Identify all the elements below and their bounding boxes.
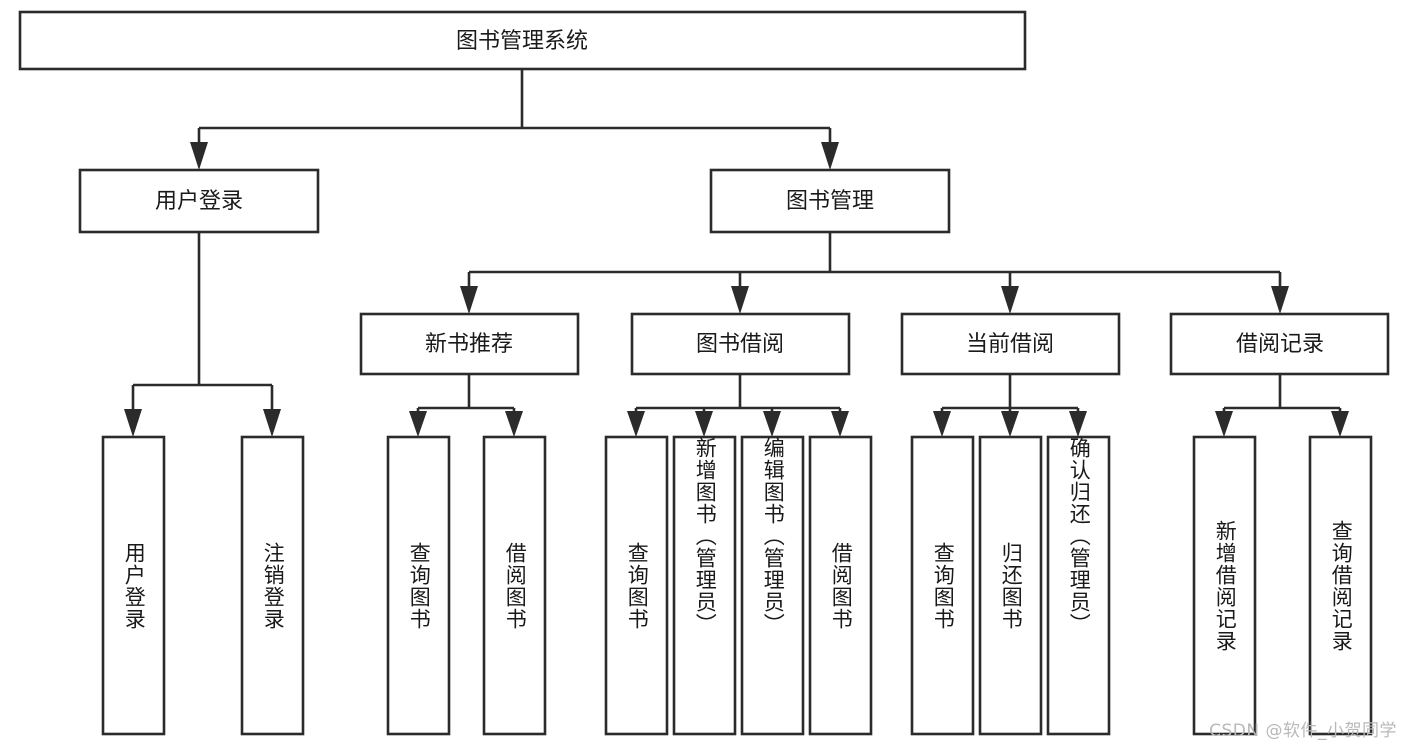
csdn-watermark: CSDN @软件_小贺同学 — [1209, 721, 1397, 741]
arrow-head-leaf-borrow-book-2 — [831, 411, 849, 437]
arrow-head-leaf-edit-book — [763, 411, 781, 437]
node-current-borrow-label: 当前借阅 — [966, 332, 1054, 357]
connector-group-root — [190, 69, 839, 170]
node-book-borrow[interactable]: 图书借阅 — [630, 312, 851, 376]
arrow-head-user-login — [190, 142, 208, 170]
node-new-book-recommend[interactable]: 新书推荐 — [359, 312, 580, 376]
node-leaf-query-book-2-box[interactable] — [604, 435, 669, 736]
arrow-head-leaf-query-book-3 — [933, 411, 951, 437]
node-user-login[interactable]: 用户登录 — [78, 168, 320, 234]
node-leaf-user-login-box[interactable] — [101, 435, 166, 736]
node-leaf-query-book-1-box[interactable] — [386, 435, 451, 736]
arrow-head-book-borrow — [731, 286, 749, 314]
connector-group-current-borrow — [933, 374, 1087, 437]
node-book-borrow-box[interactable] — [630, 312, 851, 376]
node-new-book-recommend-box[interactable] — [359, 312, 580, 376]
arrow-head-leaf-add-borrow-record — [1215, 411, 1233, 437]
node-new-book-recommend-label: 新书推荐 — [425, 332, 513, 357]
node-leaf-edit-book-box[interactable] — [740, 435, 805, 736]
arrow-head-leaf-borrow-book-1 — [505, 411, 523, 437]
arrow-head-leaf-query-book-2 — [627, 411, 645, 437]
arrow-head-leaf-logout-login — [263, 409, 281, 437]
node-book-borrow-label: 图书借阅 — [696, 332, 784, 357]
node-borrow-record-label: 借阅记录 — [1236, 332, 1324, 357]
node-root[interactable]: 图书管理系统 — [18, 10, 1027, 71]
connector-group-new-book-recommend — [409, 374, 523, 437]
arrow-head-leaf-user-login — [124, 409, 142, 437]
arrow-head-leaf-add-book — [695, 411, 713, 437]
node-leaf-add-borrow-record-box[interactable] — [1192, 435, 1257, 736]
node-root-label: 图书管理系统 — [456, 29, 588, 54]
arrow-head-leaf-confirm-return — [1069, 411, 1087, 437]
node-leaf-confirm-return-box[interactable] — [1046, 435, 1111, 736]
node-root-box[interactable] — [18, 10, 1027, 71]
arrow-head-borrow-record — [1271, 286, 1289, 314]
node-book-management-box[interactable] — [709, 168, 951, 234]
connector-group-book-management — [460, 232, 1289, 314]
node-leaf-query-book-3-box[interactable] — [910, 435, 975, 736]
arrow-head-leaf-query-book-1 — [409, 411, 427, 437]
node-book-management[interactable]: 图书管理 — [709, 168, 951, 234]
arrow-head-leaf-query-borrow-record — [1331, 411, 1349, 437]
node-current-borrow-box[interactable] — [900, 312, 1121, 376]
connector-group-borrow-record — [1215, 374, 1349, 437]
node-leaf-borrow-book-1-box[interactable] — [482, 435, 547, 736]
node-user-login-label: 用户登录 — [155, 189, 243, 214]
node-user-login-box[interactable] — [78, 168, 320, 234]
node-borrow-record-box[interactable] — [1169, 312, 1390, 376]
node-leaf-add-book-box[interactable] — [672, 435, 737, 736]
node-book-management-label: 图书管理 — [786, 189, 874, 214]
node-leaf-return-book-box[interactable] — [978, 435, 1043, 736]
node-borrow-record[interactable]: 借阅记录 — [1169, 312, 1390, 376]
arrow-head-book-management — [821, 142, 839, 170]
node-current-borrow[interactable]: 当前借阅 — [900, 312, 1121, 376]
arrow-head-current-borrow — [1001, 286, 1019, 314]
connector-group-book-borrow — [627, 374, 849, 437]
arrow-head-leaf-return-book — [1001, 411, 1019, 437]
node-leaf-borrow-book-2-box[interactable] — [808, 435, 873, 736]
node-leaf-query-borrow-record-box[interactable] — [1308, 435, 1373, 736]
node-leaf-logout-login-box[interactable] — [240, 435, 305, 736]
arrow-head-new-book-recommend — [460, 286, 478, 314]
connector-group-user-login — [124, 232, 281, 437]
